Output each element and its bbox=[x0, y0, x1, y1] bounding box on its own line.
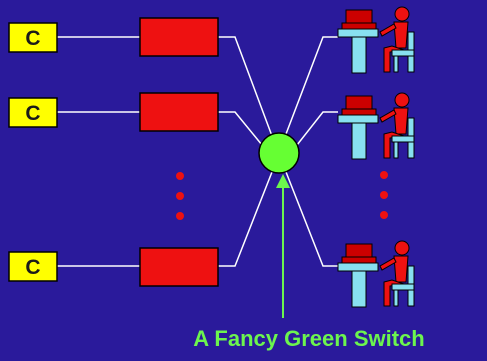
computer-box-1: C bbox=[8, 22, 58, 53]
link-switch-user1 bbox=[285, 36, 338, 135]
left-ellipsis bbox=[176, 172, 184, 220]
interface-box-1 bbox=[139, 17, 219, 57]
user-at-terminal-icon bbox=[337, 240, 415, 308]
link-interface3-switch bbox=[218, 171, 273, 267]
link-switch-user2 bbox=[296, 111, 338, 146]
user-at-terminal-icon bbox=[337, 92, 415, 160]
computer-label-2: C bbox=[25, 102, 40, 125]
link-switch-user3 bbox=[285, 171, 338, 267]
computer-label-3: C bbox=[25, 256, 40, 279]
computer-box-3: C bbox=[8, 251, 58, 282]
interface-box-3 bbox=[139, 247, 219, 287]
user-at-terminal-icon bbox=[337, 6, 415, 74]
computer-box-2: C bbox=[8, 97, 58, 128]
right-ellipsis bbox=[380, 171, 388, 219]
link-interface1-switch bbox=[218, 36, 273, 137]
interface-box-2 bbox=[139, 92, 219, 132]
computer-label-1: C bbox=[25, 27, 40, 50]
link-interface2-switch bbox=[218, 111, 263, 146]
caption-arrow bbox=[276, 174, 290, 318]
switch-caption: A Fancy Green Switch bbox=[193, 326, 424, 351]
green-switch bbox=[258, 132, 300, 174]
